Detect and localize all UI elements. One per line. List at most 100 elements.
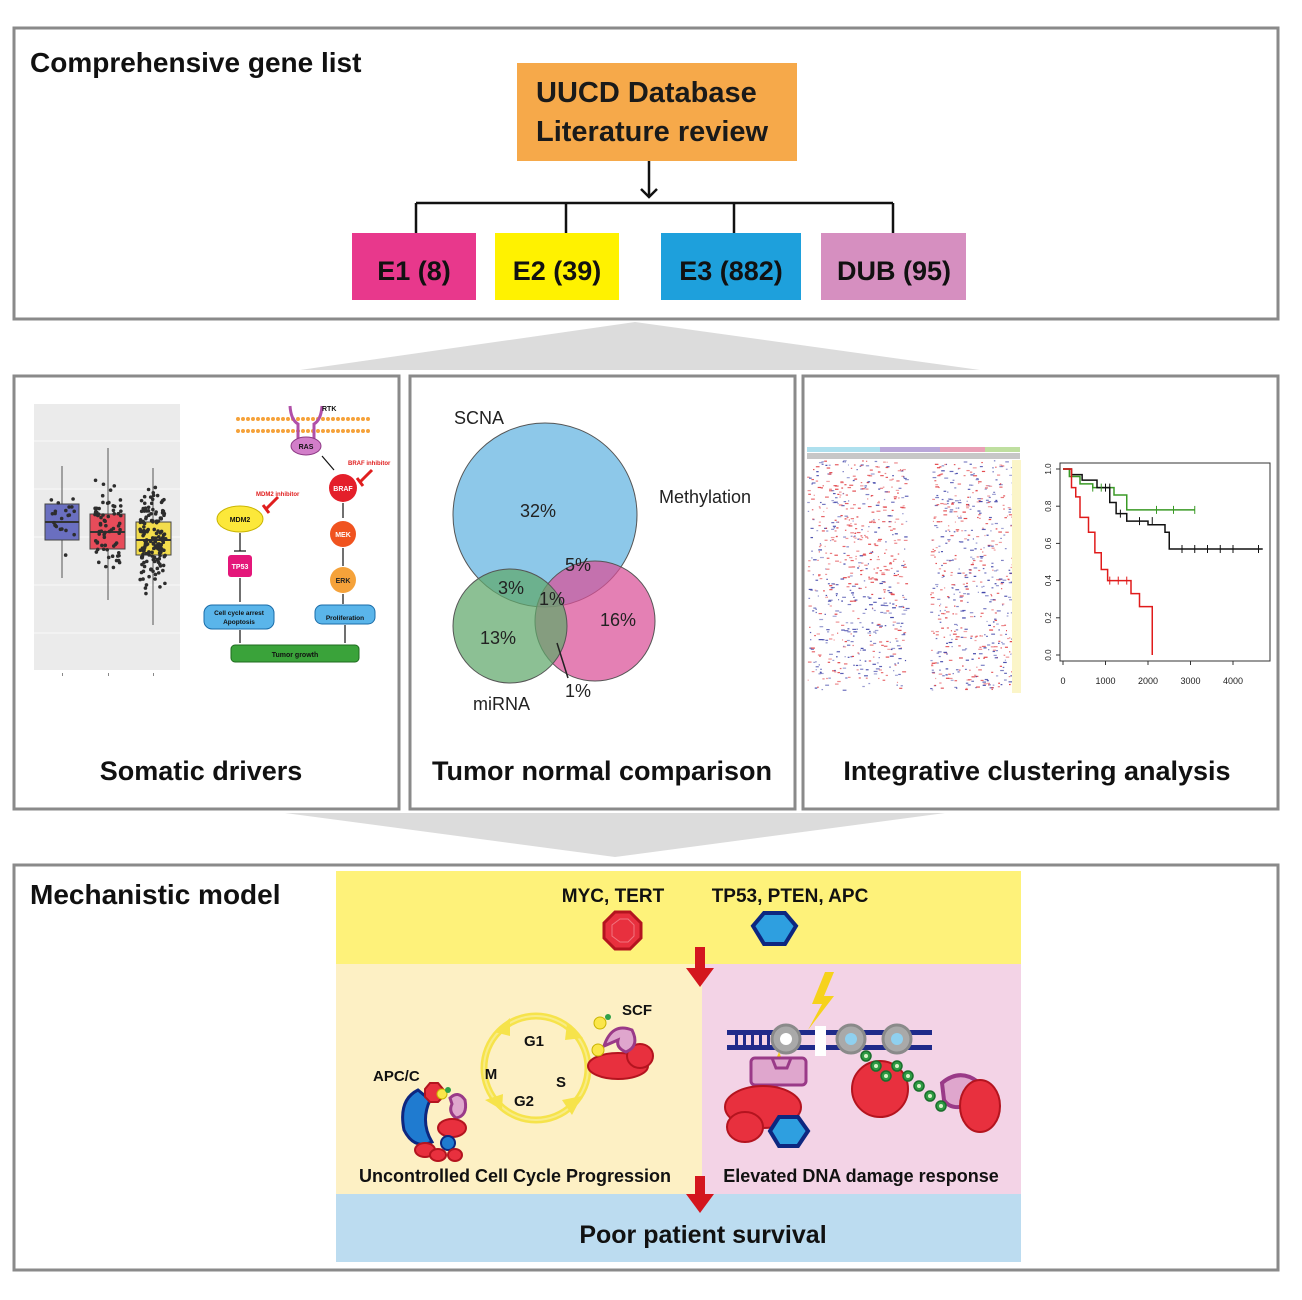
heatmap-cell — [897, 629, 902, 631]
heatmap-cell — [827, 583, 830, 585]
heatmap-cell — [999, 665, 1003, 667]
heatmap-cell — [816, 471, 819, 473]
heatmap-cell — [958, 467, 961, 470]
heatmap-cell — [954, 487, 957, 489]
heatmap-cell — [860, 570, 862, 572]
heatmap-cell — [933, 517, 936, 519]
heatmap-cell — [834, 464, 839, 466]
heatmap-cell — [945, 646, 950, 648]
tumor-growth-label: Tumor growth — [272, 652, 319, 659]
boxplot-point — [148, 539, 153, 544]
heatmap-cell — [858, 562, 862, 564]
heatmap-cell — [987, 644, 991, 646]
heatmap-cell — [873, 482, 876, 484]
boxplot-point — [147, 574, 151, 579]
heatmap-cell — [982, 567, 985, 570]
membrane-bead — [361, 417, 365, 421]
heatmap-cell — [962, 617, 966, 619]
heatmap-cell — [860, 481, 863, 484]
braf-label: BRAF — [333, 486, 353, 493]
heatmap-cell — [893, 574, 898, 577]
heatmap-cell — [893, 496, 898, 498]
heatmap-cell — [901, 634, 906, 636]
heatmap-cell — [984, 488, 987, 490]
boxplot-point — [158, 543, 163, 547]
heatmap-cell — [999, 634, 1003, 636]
heatmap-cell — [950, 679, 954, 681]
heatmap-cell — [965, 659, 970, 661]
band-drivers — [336, 871, 1021, 964]
heatmap-annotation-bar-3 — [940, 447, 985, 452]
heatmap-cell — [865, 465, 870, 467]
heatmap-cell — [939, 621, 942, 623]
heatmap-cell — [950, 630, 953, 632]
km-y-tick-label: 0.6 — [1044, 537, 1053, 549]
heatmap-cell — [826, 677, 828, 680]
boxplot-point — [116, 558, 121, 563]
heatmap-cell — [837, 671, 840, 674]
heatmap-cell — [812, 518, 815, 520]
heatmap-cell — [964, 530, 967, 532]
boxplot-point — [138, 517, 143, 522]
heatmap-cell — [818, 673, 821, 675]
heatmap-cell — [843, 460, 847, 462]
boxplot-point — [72, 532, 76, 537]
heatmap-cell — [986, 534, 989, 536]
heatmap-cell — [849, 589, 852, 591]
membrane-bead — [296, 417, 300, 421]
heatmap-cell — [889, 562, 892, 564]
heatmap-cell — [976, 501, 980, 503]
heatmap-cell — [813, 559, 817, 561]
heatmap-cell — [892, 534, 894, 536]
heatmap-cell — [815, 579, 819, 581]
heatmap-cell — [958, 507, 960, 509]
heatmap-cell — [853, 504, 856, 506]
heatmap-cell — [830, 536, 835, 539]
heatmap-cell — [903, 477, 907, 480]
membrane-bead — [281, 417, 285, 421]
heatmap-cell — [894, 462, 898, 464]
heatmap-cell — [816, 633, 821, 635]
heatmap-cell — [964, 668, 967, 670]
heatmap-cell — [846, 586, 850, 588]
heatmap-cell — [849, 600, 853, 602]
heatmap-cell — [964, 628, 968, 630]
heatmap-cell — [984, 487, 988, 489]
tumor-growth-node — [230, 644, 360, 663]
heatmap-cell — [810, 557, 813, 559]
heatmap-cell — [834, 613, 838, 615]
heatmap-cell — [808, 566, 811, 568]
heatmap-cell — [812, 574, 814, 576]
heatmap-cell — [825, 639, 829, 641]
heatmap-cell — [977, 510, 981, 512]
heatmap-cell — [965, 688, 968, 691]
mek-node — [330, 521, 356, 547]
boxplot-point — [141, 569, 146, 574]
heatmap-annotation-bar-2 — [880, 447, 940, 452]
heatmap-cell — [845, 494, 849, 496]
boxplot-point — [154, 510, 158, 514]
heatmap-cell — [854, 599, 858, 601]
heatmap-cell — [984, 534, 986, 537]
heatmap-cell — [1004, 646, 1008, 648]
heatmap-cell — [878, 626, 882, 628]
heatmap-cell — [936, 585, 938, 588]
boxplot-point — [158, 585, 162, 589]
heatmap-cell — [897, 492, 899, 494]
heatmap-cell — [825, 464, 828, 466]
heatmap-cell — [868, 597, 872, 599]
heatmap-cell — [821, 688, 824, 691]
heatmap-cell — [862, 649, 866, 651]
heatmap-cell — [932, 548, 934, 551]
heatmap-cell — [1009, 474, 1013, 476]
heatmap-cell — [866, 482, 869, 484]
heatmap-cells — [807, 460, 1016, 691]
heatmap-cell — [934, 463, 939, 465]
heatmap-cell — [1002, 604, 1004, 606]
membrane-bead — [341, 417, 345, 421]
km-censor-marks — [1092, 483, 1259, 585]
heatmap-cell — [861, 562, 864, 564]
membrane-bead — [346, 417, 350, 421]
heatmap-cell — [873, 631, 876, 633]
heatmap-cell — [940, 589, 943, 591]
